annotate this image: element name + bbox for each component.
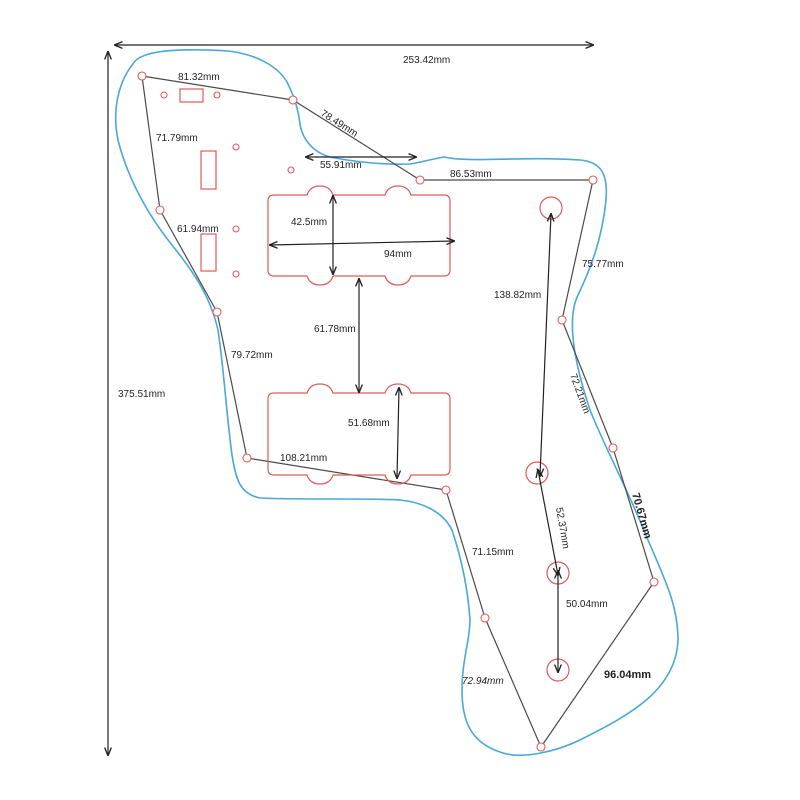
interior-dimension-arrows [270, 157, 558, 672]
switch-screw-hole [232, 143, 240, 151]
pickup-height-label: 42.5mm [291, 217, 327, 228]
pot-hole [525, 461, 549, 485]
pot-spacing-1-arrow [538, 470, 558, 575]
dimension-label: 70.67mm [629, 492, 654, 541]
slide-switch-slot [200, 150, 217, 190]
switch-screw-hole [232, 225, 240, 233]
dimension-label: 86.53mm [450, 169, 492, 180]
dimension-label: 72.21mm [567, 372, 592, 415]
pickup-width-label: 94mm [384, 249, 412, 260]
screw-hole [557, 315, 567, 325]
screw-hole [536, 742, 546, 752]
switch-screw-hole [213, 91, 221, 99]
control-cutouts [525, 196, 570, 682]
dimension-label: 61.94mm [177, 224, 219, 235]
screw-hole [608, 443, 618, 453]
dimension-label: 75.77mm [582, 259, 624, 270]
switch-screw-hole [232, 270, 240, 278]
pickguard-outline [114, 49, 679, 757]
switch-screw-hole [287, 166, 295, 174]
screw-holes [137, 71, 659, 752]
dimension-label: 72.94mm [462, 676, 504, 687]
slide-switch-slot [200, 233, 217, 272]
screw-hole [441, 485, 451, 495]
switch-cutouts [160, 88, 295, 278]
screw-hole [288, 95, 298, 105]
dimension-label: 81.32mm [178, 72, 220, 83]
neck-notch-label: 55.91mm [320, 160, 362, 171]
control-span-label: 138.82mm [494, 290, 541, 301]
pot-spacing-2-label: 50.04mm [566, 599, 608, 610]
screw-hole [137, 71, 147, 81]
pot-spacing-1-label: 52.37mm [553, 507, 571, 550]
screw-hole [415, 175, 425, 185]
screw-hole [588, 175, 598, 185]
interior-labels: 55.91mm 42.5mm 94mm 61.78mm 51.68mm 138.… [291, 160, 608, 610]
dimension-label: 71.15mm [472, 547, 514, 558]
screw-hole [480, 613, 490, 623]
neck-pickup-cutout [267, 185, 451, 286]
overall-height-label: 375.51mm [118, 389, 165, 400]
bridge-pickup-height-label: 51.68mm [348, 418, 390, 429]
bridge-pickup-cutout [267, 383, 451, 485]
perimeter-dimension-lines [141, 75, 655, 748]
dimension-label: 79.72mm [231, 350, 273, 361]
screw-hole [155, 205, 165, 215]
dimension-label: 71.79mm [156, 133, 198, 144]
pickup-width-arrow [270, 241, 454, 245]
overall-width-label: 253.42mm [403, 55, 450, 66]
screw-hole [242, 453, 252, 463]
pickup-spacing-label: 61.78mm [314, 324, 356, 335]
dimension-label: 78.49mm [318, 108, 359, 139]
screw-hole [649, 577, 659, 587]
bridge-pickup-height-arrow [397, 388, 399, 478]
slide-switch-slot [179, 88, 204, 103]
switch-screw-hole [160, 91, 168, 99]
control-span-arrow [540, 214, 551, 476]
dimension-label: 96.04mm [604, 669, 651, 681]
screw-hole [212, 307, 222, 317]
dimension-label: 108.21mm [280, 453, 327, 464]
